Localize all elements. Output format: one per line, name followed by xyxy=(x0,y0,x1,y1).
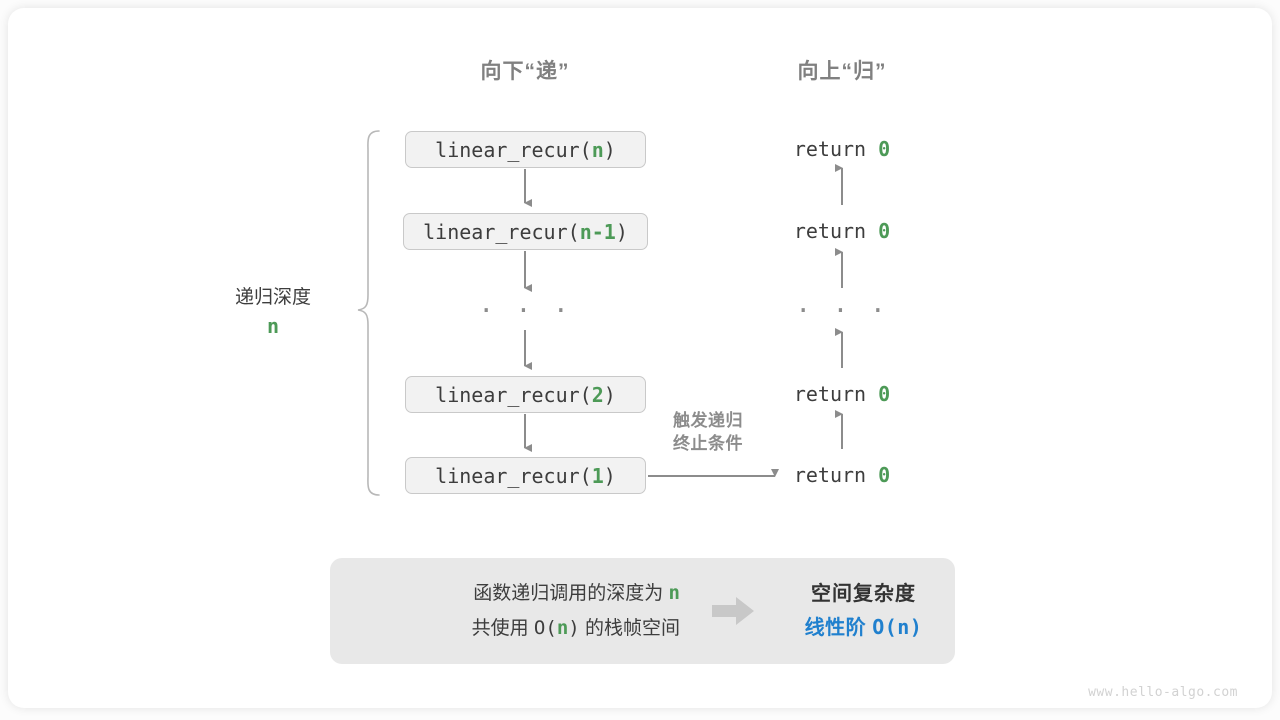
right-arrow-icon xyxy=(712,597,754,625)
summary-title: 空间复杂度 xyxy=(811,582,916,605)
return-value: 0 xyxy=(878,382,891,406)
summary-description: 函数递归调用的深度为 n 共使用 O(n) 的栈帧空间 xyxy=(330,576,694,646)
frame-fn-name: linear_recur( xyxy=(423,219,580,244)
frame-fn-name: linear_recur( xyxy=(435,137,592,162)
return-label-n-minus-1: return 0 xyxy=(794,219,890,243)
return-keyword: return xyxy=(793,137,879,161)
summary-line-2-open: O( xyxy=(533,617,557,639)
base-case-note-line2: 终止条件 xyxy=(673,434,743,453)
summary-line-1-prefix: 函数递归调用的深度为 xyxy=(473,583,669,604)
header-upward-return: 向上“归” xyxy=(797,60,887,83)
frame-box-2[interactable]: linear_recur(2) xyxy=(405,376,646,413)
recursion-depth-text: 递归深度 xyxy=(234,287,312,308)
frame-paren-close: ) xyxy=(603,382,616,407)
header-downward-recursion: 向下“递” xyxy=(480,60,570,83)
recursion-depth-label: 递归深度 n xyxy=(235,283,311,341)
return-label-2: return 0 xyxy=(794,382,890,406)
summary-order-label: 线性阶 xyxy=(804,616,873,639)
return-label-n: return 0 xyxy=(794,137,890,161)
return-keyword: return xyxy=(793,382,879,406)
return-label-1: return 0 xyxy=(794,463,890,487)
summary-line-1: 函数递归调用的深度为 n xyxy=(330,576,680,611)
return-value: 0 xyxy=(878,219,891,243)
summary-line-2-value: n xyxy=(556,617,569,639)
frame-box-n-minus-1[interactable]: linear_recur(n-1) xyxy=(403,213,648,250)
summary-line-2: 共使用 O(n) 的栈帧空间 xyxy=(330,611,680,646)
return-value: 0 xyxy=(878,137,891,161)
base-case-note-line1: 触发递归 xyxy=(673,411,743,430)
frame-arg: n xyxy=(591,137,604,162)
summary-line-1-value: n xyxy=(668,582,680,604)
frame-fn-name: linear_recur( xyxy=(435,463,592,488)
return-value: 0 xyxy=(878,463,891,487)
summary-conclusion: 空间复杂度 线性阶 O(n) xyxy=(772,578,955,645)
frame-box-n[interactable]: linear_recur(n) xyxy=(405,131,646,168)
watermark: www.hello-algo.com xyxy=(1088,685,1238,700)
return-keyword: return xyxy=(793,463,879,487)
summary-line-2-close: ) xyxy=(568,617,580,639)
summary-order: 线性阶 O(n) xyxy=(772,611,955,645)
summary-arrow-wrap xyxy=(694,595,772,627)
base-case-note: 触发递归 终止条件 xyxy=(673,409,743,455)
frame-arg: n-1 xyxy=(579,219,616,244)
frame-arg: 2 xyxy=(591,382,604,407)
frame-paren-close: ) xyxy=(615,219,628,244)
return-keyword: return xyxy=(793,219,879,243)
summary-order-value: O(n) xyxy=(872,614,923,639)
returns-ellipsis: · · · xyxy=(795,296,889,326)
frame-fn-name: linear_recur( xyxy=(435,382,592,407)
frame-paren-close: ) xyxy=(603,137,616,162)
frame-box-1[interactable]: linear_recur(1) xyxy=(405,457,646,494)
summary-line-2-suffix: 的栈帧空间 xyxy=(579,618,680,639)
summary-line-2-prefix: 共使用 xyxy=(471,618,534,639)
frame-arg: 1 xyxy=(591,463,604,488)
frame-paren-close: ) xyxy=(603,463,616,488)
summary-box: 函数递归调用的深度为 n 共使用 O(n) 的栈帧空间 空间复杂度 线性阶 O(… xyxy=(330,558,955,664)
frames-ellipsis: · · · xyxy=(478,296,572,326)
recursion-depth-value: n xyxy=(266,314,280,338)
